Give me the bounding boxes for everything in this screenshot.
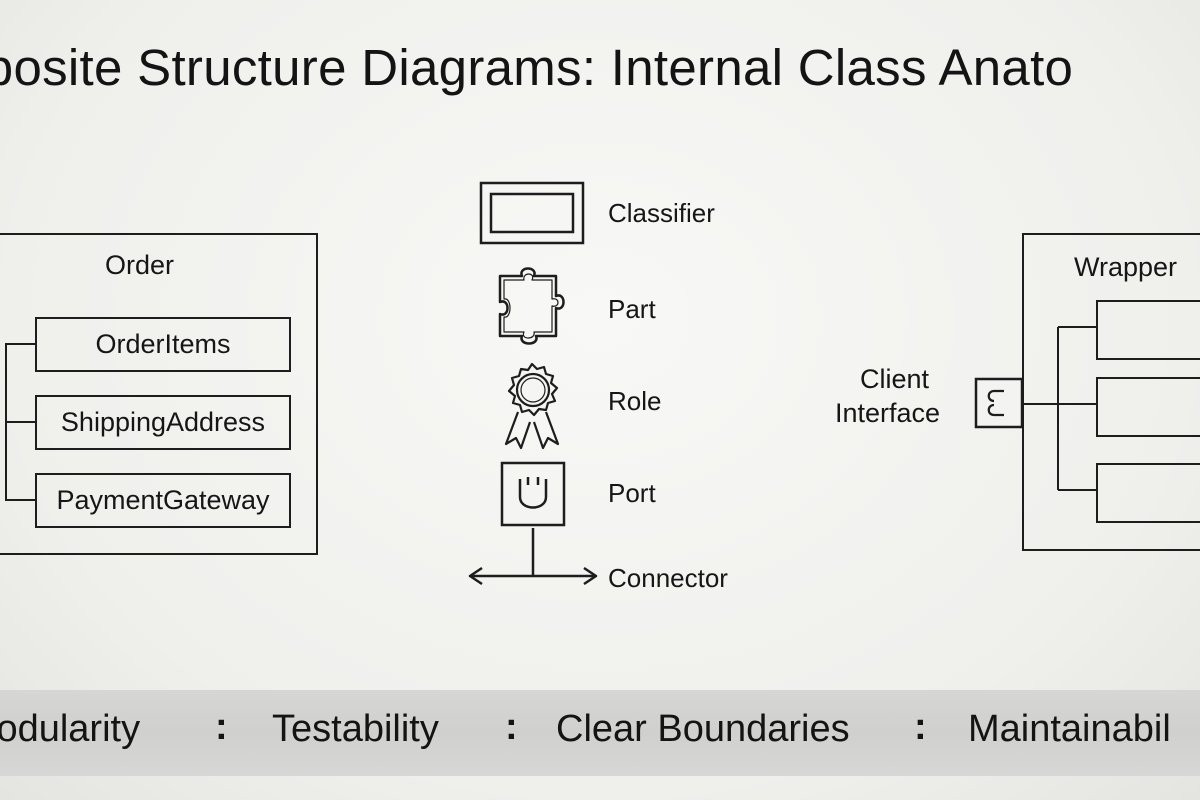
benefit-modularity: lodularity [0,708,141,750]
wrapper-part-top [1096,300,1200,360]
part-order-items: OrderItems [35,317,291,372]
order-classifier-label: Order [105,250,175,280]
classifier-icon [479,181,585,245]
rosette-icon [504,362,560,450]
port-icon [500,461,566,527]
benefit-clear-boundaries: Clear Boundaries [556,708,850,750]
page-title: mposite Structure Diagrams: Internal Cla… [0,39,1074,96]
legend-connector-label: Connector [608,563,728,593]
part-shipping-address: ShippingAddress [35,395,291,450]
benefit-separator: : [914,706,927,748]
benefit-maintainability: Maintainabil [968,708,1171,750]
puzzle-piece-icon [498,267,565,345]
benefit-separator: : [505,706,518,748]
wrapper-classifier-label: Wrapper [1074,252,1178,282]
wrapper-part-bottom [1096,463,1200,523]
benefit-separator: : [215,706,228,748]
legend-role-label: Role [608,386,662,416]
client-port-icon [974,377,1024,429]
order-classifier-box [0,233,318,555]
legend-port-label: Port [608,478,656,508]
legend-part-label: Part [608,294,656,324]
client-interface-label-line1: Client [860,364,930,394]
part-payment-gateway: PaymentGateway [35,473,291,528]
double-arrow-icon [468,528,598,586]
wrapper-part-middle [1096,377,1200,437]
benefits-band [0,690,1200,776]
benefit-testability: Testability [272,708,439,750]
legend-classifier-label: Classifier [608,198,715,228]
client-interface-label-line2: Interface [835,398,941,428]
